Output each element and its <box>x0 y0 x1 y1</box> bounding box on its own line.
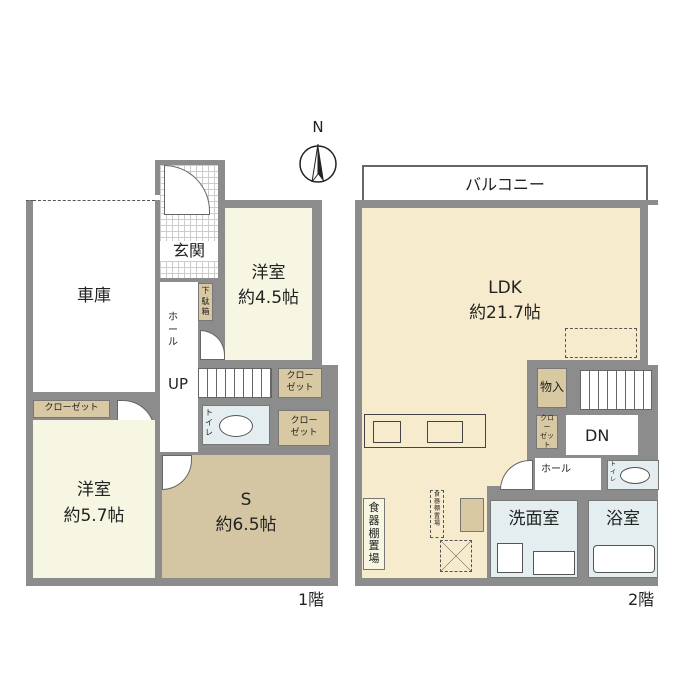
ldk <box>362 208 640 360</box>
cupboard-space-small: 食 器 棚 置 場 <box>430 490 444 538</box>
washroom: 洗面室 <box>490 500 578 578</box>
closet-1f-b: クロー ゼット <box>278 368 322 398</box>
entrance: 玄関 <box>160 165 218 278</box>
bathroom-label: 浴室 <box>606 509 640 529</box>
bathroom: 浴室 <box>588 500 658 578</box>
washing-machine-icon <box>497 543 523 573</box>
bathtub-icon <box>593 545 655 573</box>
room-name: 洋室 <box>77 480 111 500</box>
closet-2f: クロー ゼット <box>536 414 558 449</box>
cupboard-space: 食 器 棚 置 場 <box>363 498 385 570</box>
toilet-icon <box>219 415 253 437</box>
basin-icon <box>533 551 575 575</box>
shoe-box: 下 駄 箱 <box>198 283 213 321</box>
storage-room-s: S 約6.5帖 <box>162 455 330 578</box>
hall-1f: ホ ー ル UP <box>160 282 198 452</box>
room-size: 約4.5帖 <box>237 288 300 308</box>
toilet-label: ト イ レ <box>205 408 213 437</box>
toilet-2f: ト イ レ <box>607 460 659 490</box>
hall-label: ホ ー ル <box>168 312 178 348</box>
washroom-label: 洗面室 <box>508 509 560 529</box>
stairs-1f[interactable] <box>198 368 272 398</box>
stairs-up-label: UP <box>168 375 189 393</box>
compass-north-label: N <box>312 118 324 136</box>
toilet-label: ト イ レ <box>610 461 617 483</box>
room-size: 約5.7帖 <box>63 506 125 526</box>
fridge-space <box>440 540 472 572</box>
ldk-name: LDK <box>488 278 522 298</box>
balcony-label: バルコニー <box>454 175 556 195</box>
stairs-2f[interactable] <box>580 370 652 410</box>
garage-label: 車庫 <box>77 286 111 306</box>
stove-icon <box>373 421 401 443</box>
entrance-label: 玄関 <box>160 241 218 261</box>
western-room-5-7: 洋室 約5.7帖 <box>33 420 155 578</box>
balcony: バルコニー <box>362 165 648 205</box>
compass: N <box>290 118 346 186</box>
room-size: 約6.5帖 <box>215 515 277 535</box>
hall-2f: ホール <box>535 458 601 490</box>
room-name: 洋室 <box>251 263 286 283</box>
north-arrow-icon <box>299 143 337 183</box>
storage-2f: 物入 <box>537 368 567 408</box>
hall-label: ホール <box>541 464 571 475</box>
closet-1f-a: クローゼット <box>33 400 110 418</box>
room-name: S <box>240 490 252 510</box>
toilet-1f: ト イ レ <box>202 405 270 445</box>
garage: 車庫 <box>33 200 155 392</box>
floor2-label: 2階 <box>628 590 655 609</box>
toilet-icon <box>620 467 650 484</box>
ldk-size: 約21.7帖 <box>469 303 541 323</box>
stairs-dn-label: DN <box>585 426 610 445</box>
washroom-shelf <box>460 498 484 532</box>
sink-icon <box>427 421 463 443</box>
closet-1f-c: クロー ゼット <box>278 410 330 446</box>
kitchen-counter <box>364 414 486 448</box>
western-room-4-5: 洋室 約4.5帖 <box>225 208 312 360</box>
floor1-label: 1階 <box>298 590 325 609</box>
